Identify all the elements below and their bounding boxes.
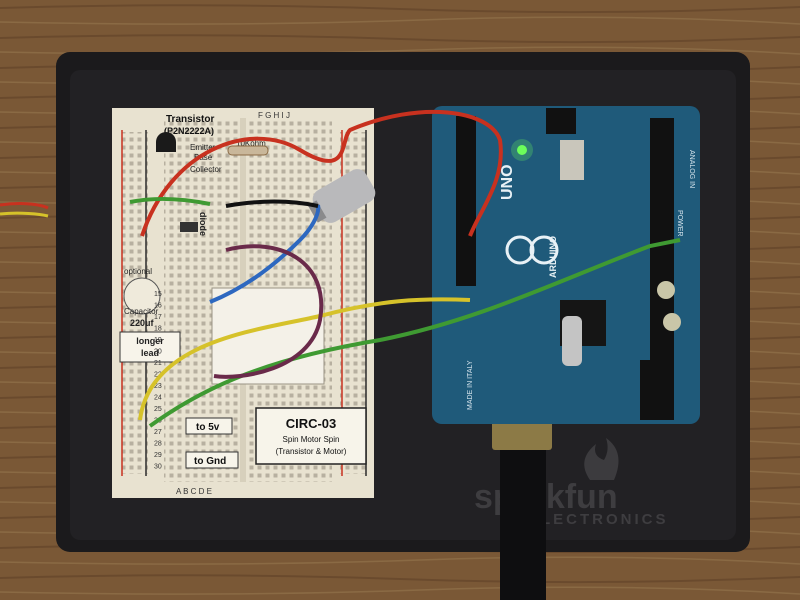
row-number: 17 (154, 314, 162, 321)
usb-cable (500, 440, 546, 600)
diode-label: diode (198, 212, 208, 236)
row-number: 15 (154, 291, 162, 298)
optional-label: optional (124, 267, 152, 276)
wire-red (140, 109, 503, 237)
row-number: 20 (154, 349, 162, 356)
row-number: 27 (154, 429, 162, 436)
resistor (227, 145, 269, 156)
row-number: 25 (154, 406, 162, 413)
wire-yellow (138, 297, 471, 421)
wire-purple (213, 244, 324, 379)
sparkfun-sub: ELECTRONICS (528, 511, 669, 528)
wire-black (225, 199, 319, 208)
collector-label: Collector (190, 165, 222, 174)
capacitor-label: Capacitor (124, 307, 159, 316)
wire-offboard-yellow (0, 211, 49, 218)
circuit-name-2: (Transistor & Motor) (276, 447, 347, 456)
flame-icon (584, 438, 619, 480)
to-5v-label: to 5v (196, 422, 220, 433)
circuit-title-box (255, 407, 367, 465)
transistor (156, 132, 176, 152)
made-in-italy: MADE IN ITALY (467, 360, 474, 410)
row-number: 16 (154, 303, 162, 310)
column-letters-bottom: A B C D E (176, 487, 212, 496)
row-number: 19 (154, 337, 162, 344)
row-number: 22 (154, 372, 162, 379)
row-number: 21 (154, 360, 162, 367)
to-gnd-label: to Gnd (194, 456, 226, 467)
diode (180, 222, 198, 232)
to-5v-box (185, 417, 233, 435)
arduino-logo (505, 235, 559, 265)
longer-lead-box (119, 331, 181, 363)
power-led (517, 145, 527, 155)
resistor-label: 10Kohm (236, 139, 266, 148)
capacitor-value: 220uf (130, 318, 155, 328)
circuit-name-1: Spin Motor Spin (283, 435, 340, 444)
row-number: 29 (154, 452, 162, 459)
wire-offboard-red (0, 202, 49, 210)
wire-blue (209, 204, 321, 304)
row-number: 23 (154, 383, 162, 390)
analog-in-label: ANALOG IN (688, 150, 695, 188)
base-label: Base (194, 153, 213, 162)
power-label: POWER (676, 210, 683, 236)
row-number: 24 (154, 395, 162, 402)
arduino-model: UNO (499, 164, 516, 200)
circuit-id: CIRC-03 (286, 416, 337, 431)
emitter-label: Emitter (190, 143, 216, 152)
row-number: 30 (154, 464, 162, 471)
transistor-title: Transistor (166, 114, 214, 125)
transistor-part: (P2N2222A) (164, 126, 214, 136)
arduino-uno: UNO ARDUINO MADE IN ITALY ANALOG IN POWE… (432, 106, 700, 424)
capacitor-symbol (123, 277, 161, 315)
arduino-brand: ARDUINO (548, 236, 558, 278)
row-number: 18 (154, 326, 162, 333)
row-number: 28 (154, 441, 162, 448)
column-letters-top: F G H I J (258, 111, 290, 120)
wire-green-short (129, 196, 211, 206)
to-gnd-box (185, 451, 239, 469)
wire-green (148, 238, 681, 428)
